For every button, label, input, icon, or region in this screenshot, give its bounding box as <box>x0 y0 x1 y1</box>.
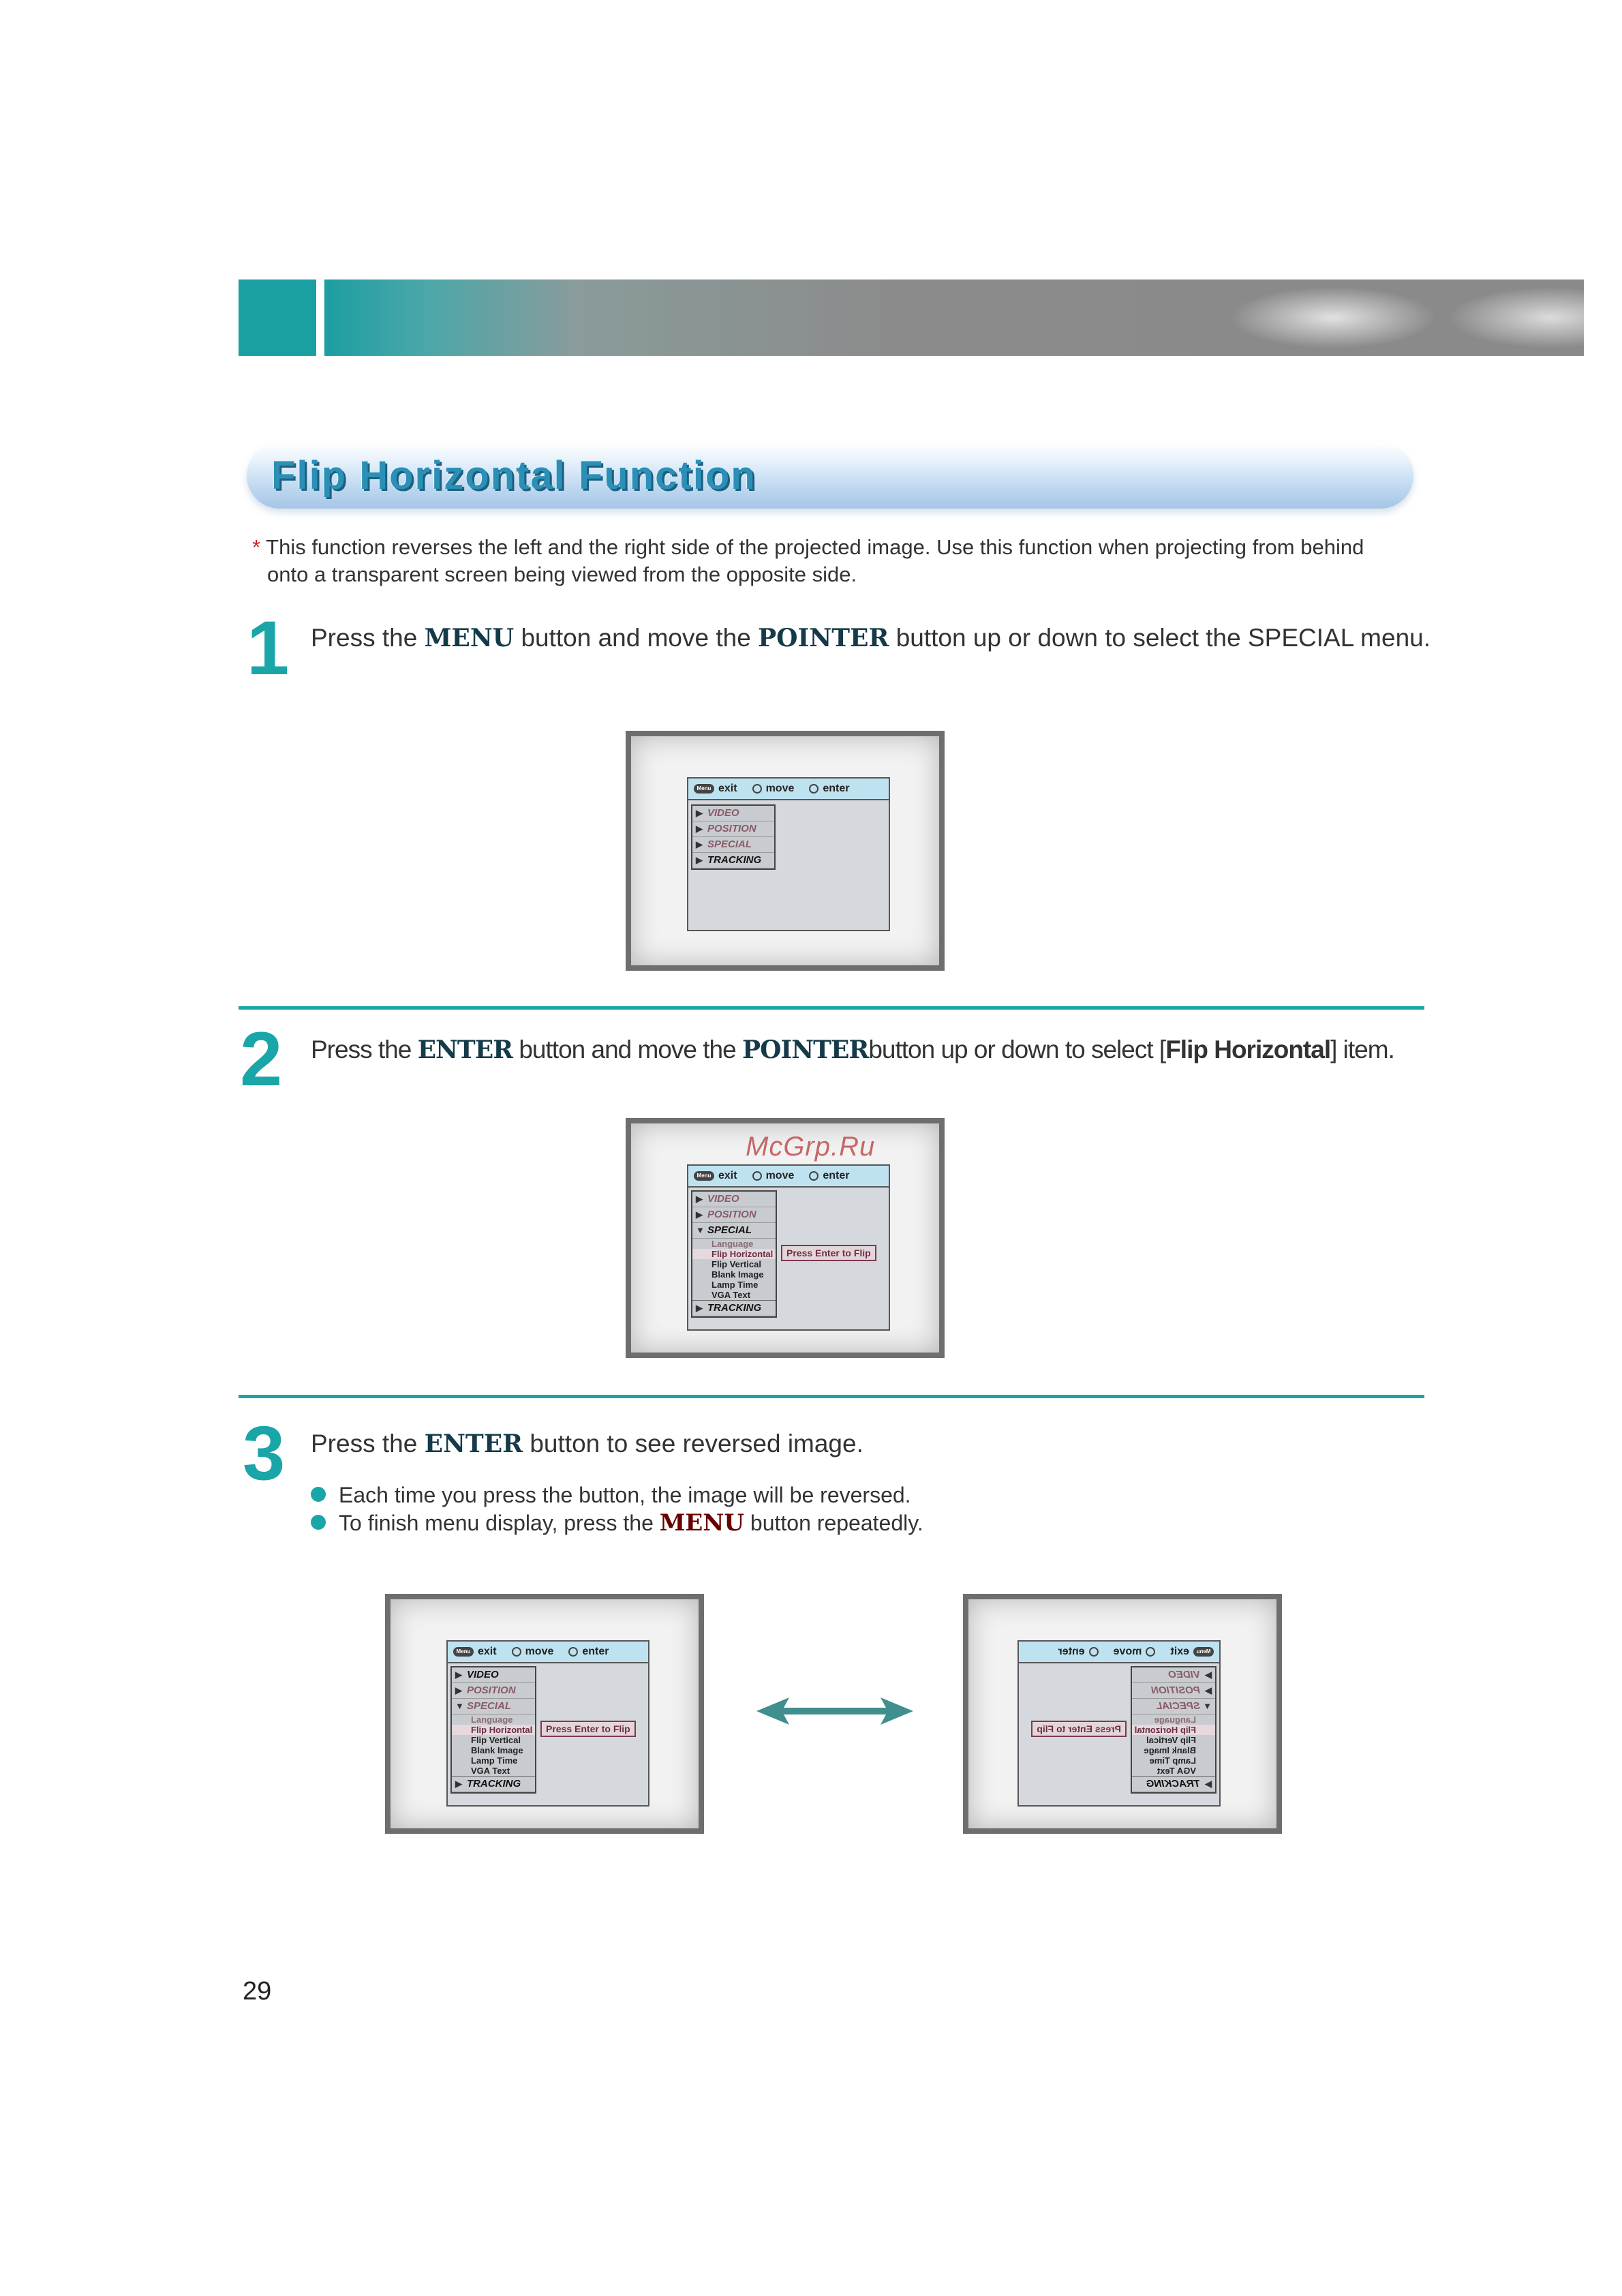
osd-sub-flip-vertical: Flip Vertical <box>1146 1735 1196 1745</box>
header-gradient-bar <box>324 280 1584 356</box>
osd-sub-blank-image: Blank Image <box>471 1745 523 1755</box>
osd-sub-flip-horizontal: Flip Horizontal <box>1132 1725 1215 1735</box>
osd-item-position: ▶POSITION <box>692 821 774 837</box>
osd-sub-vga-text: VGA Text <box>711 1290 751 1300</box>
osd-main-list: ▶VIDEO ▶POSITION ▶SPECIAL ▶TRACKING <box>691 804 776 870</box>
osd-main-list: ▶VIDEO ▶POSITION ▼SPECIAL Language Flip … <box>691 1190 777 1318</box>
flip-horizontal-bold: Flip Horizontal <box>1165 1036 1331 1063</box>
osd-item-special: ▼SPECIAL <box>1132 1699 1215 1715</box>
osd-item-tracking: ▶TRACKING <box>452 1776 535 1792</box>
osd-item-position: ▶POSITION <box>452 1683 535 1699</box>
bullet-2-dot <box>311 1515 326 1530</box>
bullet-1-dot <box>311 1487 326 1502</box>
note-line-1: This function reverses the left and the … <box>266 535 1364 559</box>
divider-1 <box>239 1006 1424 1010</box>
pointer-icon <box>511 1646 521 1657</box>
osd-sub-flip-horizontal: Flip Horizontal <box>452 1725 535 1735</box>
osd-item-video: ▶VIDEO <box>692 806 774 821</box>
pointer-icon <box>752 1170 762 1181</box>
page-number: 29 <box>243 1977 272 2006</box>
osd-sub-flip-vertical: Flip Vertical <box>711 1259 761 1269</box>
title-banner <box>247 443 1413 509</box>
osd-title-bar: Menuexit move enter <box>1019 1642 1219 1663</box>
osd-sub-language: Language <box>471 1715 513 1725</box>
osd-item-tracking: ▶TRACKING <box>692 1300 776 1316</box>
osd-flip-prompt: Press Enter to Flip <box>781 1245 876 1261</box>
enter-icon <box>809 1170 819 1181</box>
menu-icon: Menu <box>694 1170 714 1181</box>
screen-4-mirrored: Menuexit move enter ▶VIDEO ▶POSITION ▼SP… <box>963 1594 1282 1834</box>
osd-item-special: ▶SPECIAL <box>692 837 774 853</box>
pointer-icon <box>1146 1646 1156 1657</box>
osd-sub-vga-text: VGA Text <box>471 1766 510 1776</box>
pointer-icon <box>752 783 762 794</box>
bullet-1-text: Each time you press the button, the imag… <box>339 1483 911 1507</box>
step-1-text: Press the MENU button and move the POINT… <box>311 624 1431 652</box>
step-2-text: Press the ENTER button and move the POIN… <box>311 1036 1395 1064</box>
osd-sub-flip-vertical: Flip Vertical <box>471 1735 521 1745</box>
osd-item-tracking: ▶TRACKING <box>692 853 774 868</box>
menu-keyword: MENU <box>659 1509 745 1537</box>
osd-item-position: ▶POSITION <box>1132 1683 1215 1699</box>
step-3-text: Press the ENTER button to see reversed i… <box>311 1430 863 1458</box>
divider-2 <box>239 1395 1424 1398</box>
enter-icon <box>568 1646 579 1657</box>
osd-submenu: Language Flip Horizontal Flip Vertical B… <box>692 1239 776 1300</box>
osd-item-video: ▶VIDEO <box>1132 1667 1215 1683</box>
pointer-keyword: POINTER <box>758 624 889 652</box>
osd-main-list: ▶VIDEO ▶POSITION ▼SPECIAL Language Flip … <box>450 1666 536 1794</box>
header-teal-block <box>239 280 316 356</box>
page-title: Flip Horizontal Function <box>271 453 756 498</box>
osd-menu: Menuexit move enter ▶VIDEO ▶POSITION ▼SP… <box>1017 1640 1221 1807</box>
osd-item-special: ▼SPECIAL <box>452 1699 535 1715</box>
menu-icon: Menu <box>694 783 714 794</box>
osd-item-video: ▶VIDEO <box>692 1192 776 1207</box>
intro-note: * This function reverses the left and th… <box>252 533 1364 562</box>
osd-sub-blank-image: Blank Image <box>711 1269 764 1280</box>
osd-sub-blank-image: Blank Image <box>1144 1745 1196 1755</box>
step-3-number: 3 <box>243 1410 286 1496</box>
osd-item-video: ▶VIDEO <box>452 1667 535 1683</box>
watermark: McGrp.Ru <box>746 1132 876 1162</box>
osd-flip-prompt: Press Enter to Flip <box>540 1721 636 1737</box>
osd-sub-lamp-time: Lamp Time <box>711 1280 759 1290</box>
menu-icon: Menu <box>453 1646 474 1657</box>
osd-sub-lamp-time: Lamp Time <box>471 1755 518 1766</box>
enter-keyword: ENTER <box>417 1036 513 1064</box>
pointer-keyword: POINTER <box>742 1036 869 1064</box>
osd-sub-vga-text: VGA Text <box>1157 1766 1196 1776</box>
osd-flip-prompt: Press Enter to Flip <box>1031 1721 1127 1737</box>
step-2-number: 2 <box>240 1016 283 1102</box>
osd-sub-language: Language <box>711 1239 754 1249</box>
enter-icon <box>1088 1646 1099 1657</box>
note-line-2: onto a transparent screen being viewed f… <box>267 562 857 586</box>
enter-keyword: ENTER <box>424 1430 523 1458</box>
osd-item-tracking: ▶TRACKING <box>1132 1776 1215 1792</box>
bullet-2-text: To finish menu display, press the MENU b… <box>339 1509 923 1537</box>
osd-sub-flip-horizontal: Flip Horizontal <box>692 1249 776 1259</box>
osd-item-special: ▼SPECIAL <box>692 1223 776 1239</box>
double-arrow-icon <box>756 1697 913 1725</box>
osd-submenu: Language Flip Horizontal Flip Vertical B… <box>452 1715 535 1776</box>
menu-icon: Menu <box>1193 1646 1214 1657</box>
osd-sub-language: Language <box>1154 1715 1196 1725</box>
osd-submenu: Language Flip Horizontal Flip Vertical B… <box>1132 1715 1215 1776</box>
osd-main-list: ▶VIDEO ▶POSITION ▼SPECIAL Language Flip … <box>1131 1666 1216 1794</box>
osd-sub-lamp-time: Lamp Time <box>1149 1755 1196 1766</box>
osd-item-position: ▶POSITION <box>692 1207 776 1223</box>
menu-keyword: MENU <box>424 624 515 652</box>
enter-icon <box>809 783 819 794</box>
step-1-number: 1 <box>247 605 290 691</box>
note-asterisk: * <box>252 535 261 559</box>
